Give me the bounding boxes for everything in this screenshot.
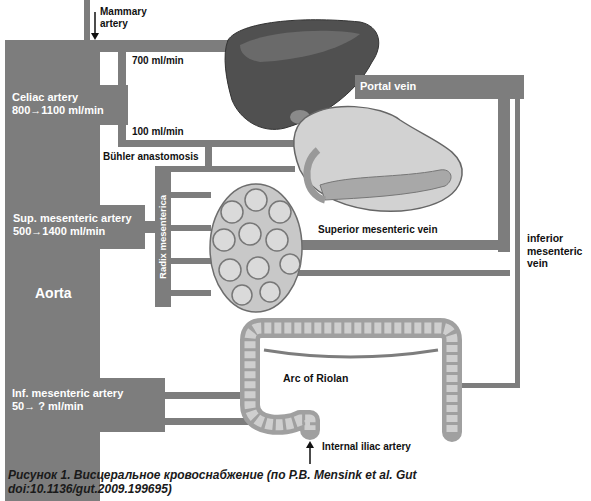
- vein-label: Superior mesenteric vein: [318, 224, 438, 236]
- intestine-loops: [213, 189, 300, 305]
- vessel-name: Portal vein: [360, 80, 524, 93]
- celiac-artery-band: Celiac artery 800→1100 ml/min: [5, 85, 128, 125]
- intestine-loop: [260, 282, 280, 302]
- intestine-loop: [245, 189, 267, 211]
- vessel-name: Celiac artery 800→1100 ml/min: [12, 91, 124, 117]
- liver-highlight: [240, 31, 360, 62]
- flow-label: 100 ml/min: [132, 126, 184, 138]
- ima-pipe: [160, 418, 250, 425]
- intestine-loop: [213, 229, 235, 251]
- vessel-name: Sup. mesenteric artery 500→1400 ml/min: [13, 212, 141, 238]
- intestine-loop: [266, 229, 288, 251]
- gastric-pipe: [118, 140, 298, 147]
- intestine-loop: [232, 285, 252, 305]
- pancreas-drawing: [320, 170, 451, 200]
- inflow-arrow: [309, 447, 311, 464]
- imv-pipe: [458, 383, 520, 388]
- smv-trunk-pipe: [498, 98, 510, 252]
- aorta-band: AortaCeliac artery 800→1100 ml/minSup. m…: [5, 40, 100, 501]
- intestine-loop: [269, 201, 291, 223]
- flow-label: 700 ml/min: [132, 55, 184, 67]
- smv-pipe: [295, 270, 510, 276]
- pancreatic-pipe: [155, 166, 295, 172]
- jejunal-pipe: [171, 225, 211, 231]
- intestine-loop: [219, 259, 241, 281]
- artery-label: Mammary artery: [100, 6, 152, 29]
- mammary-pipe: [84, 0, 90, 40]
- smv-pipe: [300, 240, 510, 250]
- arrow-head: [306, 441, 314, 448]
- colon-drawing: [250, 328, 452, 432]
- colon-haustra: [250, 328, 452, 432]
- vessel-name: Radix mesenterica: [157, 195, 168, 279]
- superior-mesenteric-artery-band: Sup. mesenteric artery 500→1400 ml/min: [5, 205, 145, 249]
- vessel-name: Inf. mesenteric artery 50→ ? ml/min: [12, 387, 130, 413]
- portal-vein-band: Portal vein: [355, 75, 524, 99]
- stomach-drawing: [294, 106, 462, 211]
- intestine-loop: [247, 257, 269, 279]
- anastomosis-label: Arc of Riolan: [283, 372, 348, 385]
- ileal-pipe: [171, 290, 211, 296]
- ileal-pipe: [171, 258, 211, 264]
- inferior-mesenteric-artery-band: Inf. mesenteric artery 50→ ? ml/min: [5, 378, 165, 432]
- vessel-name: Aorta: [35, 285, 100, 302]
- jejunal-pipe: [171, 192, 211, 198]
- radix-mesenterica-band: Radix mesenterica: [155, 166, 171, 307]
- intestine-loop: [280, 254, 300, 274]
- vein-label: inferior mesenteric vein: [527, 232, 587, 270]
- duodenum-drawing: [307, 150, 325, 200]
- intestine-loop: [239, 223, 261, 245]
- small-intestine-drawing: [210, 184, 302, 312]
- riolan-arc: [264, 350, 438, 357]
- anastomosis-label: Bühler anastomosis: [103, 151, 199, 163]
- imv-pipe: [515, 98, 520, 388]
- intestine-loop: [221, 201, 243, 223]
- artery-label: Internal iliac artery: [322, 441, 411, 453]
- artery-connector: [145, 221, 155, 233]
- figure-caption: Рисунок 1. Висцеральное кровоснабжение (…: [8, 468, 468, 497]
- arrow-head: [91, 33, 99, 40]
- inflow-arrow: [94, 12, 96, 34]
- ima-pipe: [160, 392, 252, 399]
